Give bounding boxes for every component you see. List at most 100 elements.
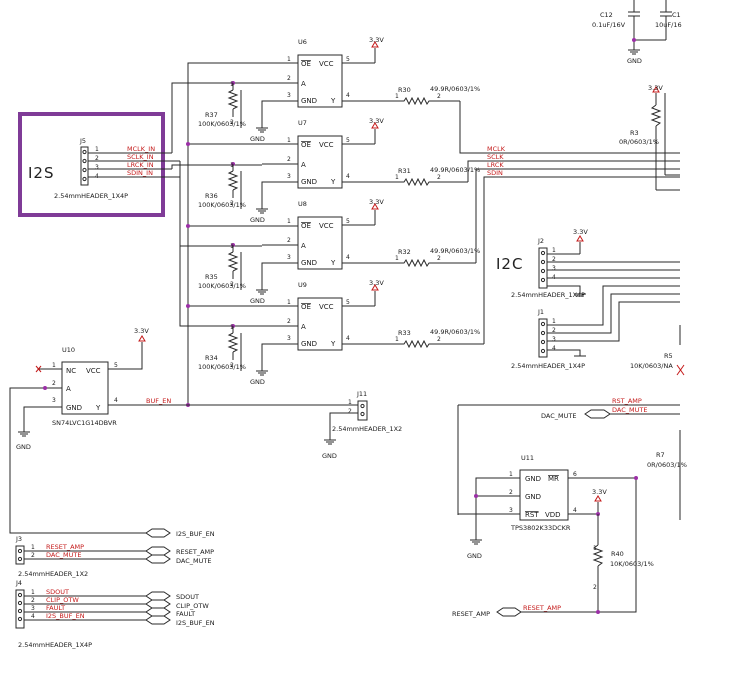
svg-text:2: 2 — [95, 155, 99, 162]
svg-text:0R/0603/1%: 0R/0603/1% — [619, 138, 659, 146]
svg-text:2.54mmHEADER_1X4P: 2.54mmHEADER_1X4P — [18, 641, 92, 649]
svg-text:4: 4 — [31, 613, 35, 620]
svg-text:2: 2 — [31, 597, 35, 604]
svg-text:U11: U11 — [521, 454, 534, 462]
svg-text:3.3V: 3.3V — [369, 279, 384, 287]
svg-text:5: 5 — [346, 56, 350, 63]
svg-text:49.9R/0603/1%: 49.9R/0603/1% — [430, 166, 480, 174]
svg-text:2: 2 — [348, 408, 352, 415]
svg-text:U6: U6 — [298, 38, 307, 46]
i2s-highlight-box — [18, 112, 165, 217]
svg-text:GND: GND — [250, 135, 265, 143]
svg-text:2: 2 — [287, 318, 291, 325]
svg-text:2: 2 — [287, 237, 291, 244]
svg-text:RESET_AMP: RESET_AMP — [46, 543, 84, 551]
svg-text:VCC: VCC — [319, 141, 334, 149]
supervisor-u11: U11 GND MR GND RST VDD 123 64 TPS3802K33… — [458, 454, 654, 614]
svg-text:J2: J2 — [537, 237, 544, 245]
svg-text:OE: OE — [301, 141, 311, 149]
u10-input-net — [43, 386, 47, 390]
svg-text:OE: OE — [301, 60, 311, 68]
svg-text:Y: Y — [330, 259, 336, 267]
svg-text:VCC: VCC — [86, 367, 101, 375]
svg-text:2: 2 — [230, 119, 234, 126]
svg-text:2: 2 — [31, 552, 35, 559]
i2s-out-bus: MCLK SCLK LRCK SDIN — [459, 101, 680, 344]
svg-text:I2S_BUF_EN: I2S_BUF_EN — [176, 619, 215, 627]
svg-text:1: 1 — [395, 336, 399, 343]
svg-text:VCC: VCC — [319, 60, 334, 68]
svg-text:R36: R36 — [205, 192, 218, 200]
svg-text:1: 1 — [230, 324, 234, 331]
svg-text:1: 1 — [509, 471, 513, 478]
svg-text:2: 2 — [287, 75, 291, 82]
svg-text:3: 3 — [552, 265, 556, 272]
svg-text:5: 5 — [346, 218, 350, 225]
svg-text:R30: R30 — [398, 86, 411, 94]
svg-text:VDD: VDD — [545, 511, 561, 519]
j11-header: J11 12 GND 2.54mmHEADER_1X2 — [322, 390, 402, 460]
svg-text:4: 4 — [346, 335, 350, 342]
svg-text:1: 1 — [552, 318, 556, 325]
buffer-u8: U8 OE VCC A GND Y 123 54 3.3V GND 12 R35… — [198, 198, 480, 305]
svg-text:2.54mmHEADER_1X4P: 2.54mmHEADER_1X4P — [54, 192, 128, 200]
svg-text:2: 2 — [509, 489, 513, 496]
svg-text:R33: R33 — [398, 329, 411, 337]
svg-text:SDIN: SDIN — [487, 169, 503, 177]
svg-text:LRCK_IN: LRCK_IN — [127, 161, 154, 169]
svg-text:2: 2 — [230, 362, 234, 369]
svg-text:1: 1 — [395, 174, 399, 181]
svg-text:GND: GND — [250, 216, 265, 224]
svg-text:3: 3 — [31, 605, 35, 612]
svg-text:6: 6 — [573, 471, 577, 478]
svg-text:49.9R/0603/1%: 49.9R/0603/1% — [430, 328, 480, 336]
svg-text:2.54mmHEADER_1X2: 2.54mmHEADER_1X2 — [18, 570, 88, 578]
svg-text:J5: J5 — [79, 137, 86, 145]
svg-text:U8: U8 — [298, 200, 307, 208]
svg-text:1: 1 — [287, 218, 291, 225]
svg-text:100K/0603/1%: 100K/0603/1% — [198, 363, 246, 371]
svg-text:SDOUT: SDOUT — [176, 593, 199, 601]
svg-text:2: 2 — [437, 174, 441, 181]
i2s-buf-en-port: I2S_BUF_EN — [145, 528, 215, 538]
svg-text:1: 1 — [593, 545, 597, 552]
svg-text:R5: R5 — [664, 352, 673, 360]
i2s-label: I2S — [28, 164, 55, 182]
svg-text:5: 5 — [346, 137, 350, 144]
svg-text:1: 1 — [395, 255, 399, 262]
svg-text:FAULT: FAULT — [176, 610, 195, 618]
svg-text:4: 4 — [346, 92, 350, 99]
svg-text:J11: J11 — [356, 390, 367, 398]
svg-text:DAC_MUTE: DAC_MUTE — [176, 557, 211, 565]
svg-text:GND: GND — [467, 552, 482, 560]
svg-text:R35: R35 — [205, 273, 218, 281]
svg-text:3: 3 — [287, 92, 291, 99]
svg-text:J4: J4 — [15, 579, 22, 587]
j5-routing — [171, 62, 300, 407]
svg-text:4: 4 — [552, 345, 556, 352]
svg-text:GND: GND — [66, 404, 82, 412]
svg-text:R32: R32 — [398, 248, 411, 256]
svg-text:4: 4 — [114, 397, 118, 404]
rst-nets: RST_AMP DAC_MUTE DAC_MUTE — [457, 397, 680, 515]
i2c-label: I2C — [496, 255, 523, 273]
reset-amp-port: RESET_AMP RESET_AMP — [452, 604, 561, 618]
svg-text:3: 3 — [287, 254, 291, 261]
svg-text:A: A — [301, 323, 306, 331]
svg-text:1: 1 — [287, 299, 291, 306]
svg-text:1: 1 — [287, 137, 291, 144]
svg-text:1: 1 — [348, 399, 352, 406]
svg-text:100K/0603/1%: 100K/0603/1% — [198, 282, 246, 290]
svg-text:2: 2 — [52, 380, 56, 387]
svg-text:R7: R7 — [656, 451, 665, 459]
svg-text:SCLK: SCLK — [487, 153, 504, 161]
svg-text:TPS3802K33DCKR: TPS3802K33DCKR — [510, 524, 571, 532]
svg-text:1: 1 — [31, 544, 35, 551]
svg-text:GND: GND — [301, 97, 317, 105]
svg-text:Y: Y — [95, 404, 101, 412]
svg-text:SN74LVC1G14DBVR: SN74LVC1G14DBVR — [52, 419, 117, 427]
svg-text:2: 2 — [437, 336, 441, 343]
svg-text:NC: NC — [66, 367, 76, 375]
svg-text:2: 2 — [437, 93, 441, 100]
